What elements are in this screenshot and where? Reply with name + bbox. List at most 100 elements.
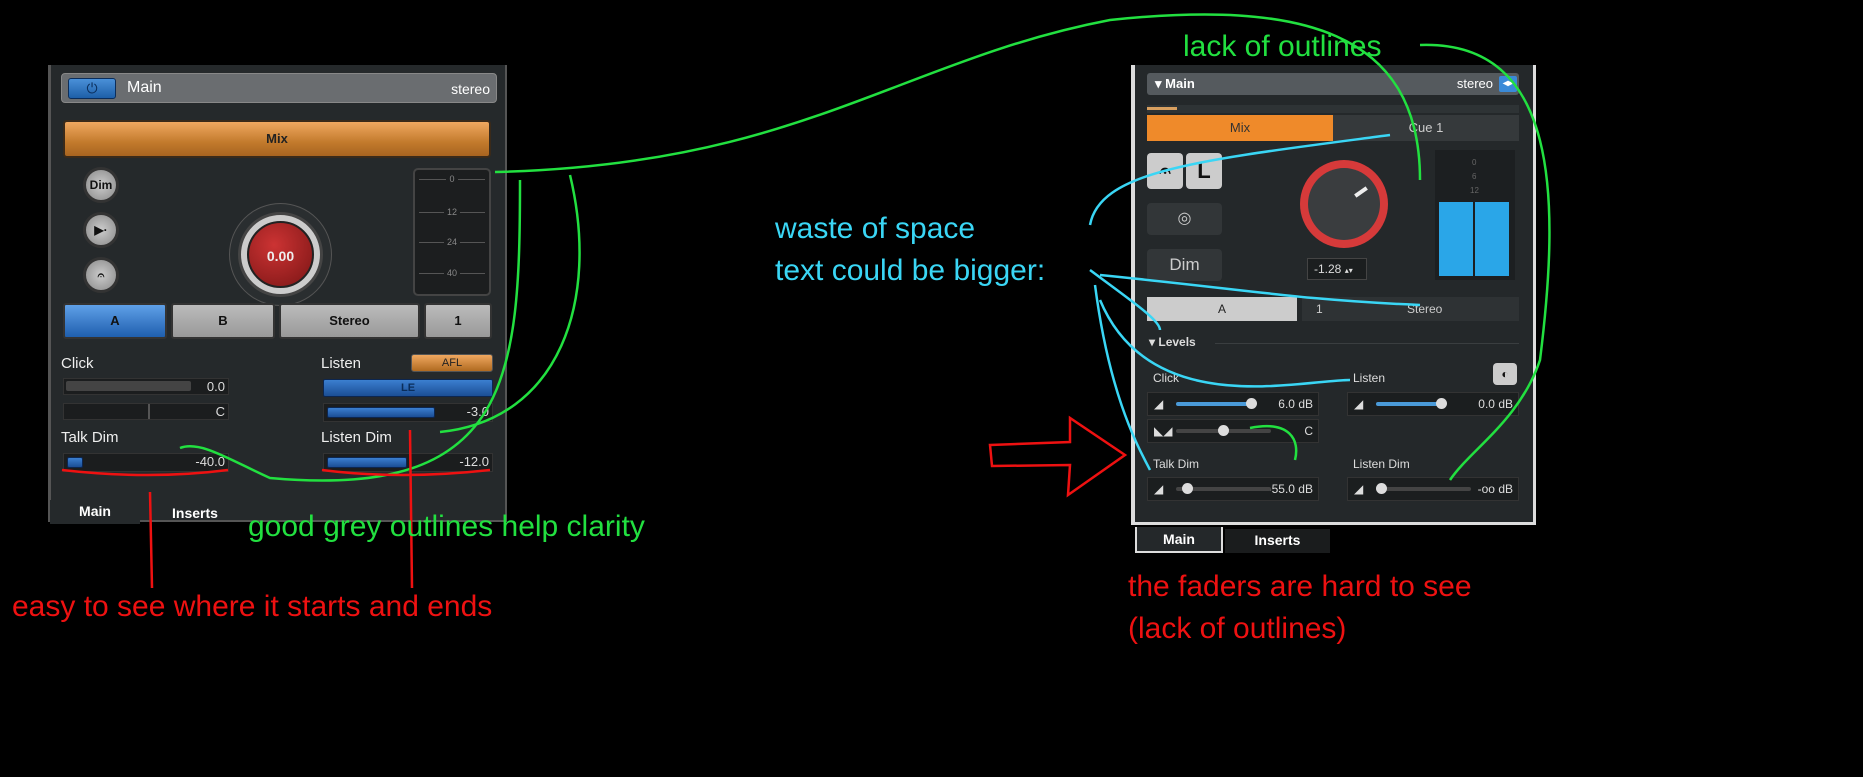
link-icon[interactable]: ◂▸ [1499,76,1517,92]
red-arrow [148,491,154,589]
click-pan-fader[interactable]: C [63,403,229,420]
meter-bar-left [1439,202,1473,276]
pan-icon: ◣◢ [1154,424,1173,438]
listen-dim-value: -oo dB [1477,482,1513,496]
meter-tick: 0 [1472,158,1477,167]
main-header: ⏻ Main stereo [61,73,497,103]
fader-thumb[interactable] [1436,398,1447,409]
listen-dim-label: Listen Dim [1353,457,1410,471]
meter-tick: 6 [1472,172,1477,181]
levels-label: Levels [1158,335,1196,349]
volume-knob[interactable]: 0.00 [238,212,323,297]
listen-label: Listen [1353,371,1386,385]
talk-dim-value: -55.0 dB [1267,482,1313,496]
talkback-icon: ◎ [1177,210,1192,227]
listen-dim-label: Listen Dim [321,429,392,446]
fader-thumb[interactable] [1376,483,1387,494]
annotation-lack-outlines: lack of outlines [1183,30,1382,63]
listen-value: 0.0 dB [1478,397,1513,411]
cyan-arrow [1088,133,1391,226]
red-block-arrow [988,415,1128,498]
fader-thumb[interactable] [1182,483,1193,494]
metronome-button[interactable]: 𝄐 [83,257,119,293]
mix-button[interactable]: Mix [63,120,491,158]
header-mode: stereo [1456,76,1493,91]
click-label: Click [61,355,94,372]
green-arrow [179,179,522,482]
annotation-good-outlines: good grey outlines help clarity [248,510,645,543]
meter-tick: 0 [446,174,458,184]
meter-tick: 40 [443,268,460,278]
cyan-arrow [1099,273,1421,307]
click-level-fader[interactable]: 0.0 [63,378,229,395]
level-meter: 0 6 12 [1435,150,1515,280]
talk-dim-label: Talk Dim [1153,457,1200,471]
power-button[interactable]: ⏻ [68,78,116,99]
cyan-arrow [1093,284,1152,471]
cue-mix-button[interactable]: Mix [1147,115,1333,141]
volume-ramp-icon: ◢ [1354,482,1364,496]
talkback-button[interactable]: ▶· [83,212,119,248]
level-meter: 0 12 24 40 [413,168,491,296]
red-arrow [408,429,414,589]
click-pan-value: C [215,404,225,419]
dim-button[interactable]: Dim [83,167,119,203]
collapse-triangle-icon[interactable]: ▾ [1155,76,1162,91]
cue-1-button[interactable]: Cue 1 [1333,115,1519,141]
afl-button[interactable]: AFL [411,354,493,372]
output-channel: 1 [1316,302,1323,316]
red-brace [61,468,229,477]
annotation-faders-hard: the faders are hard to see [1128,570,1472,603]
new-control-room-panel: ▾ Main stereo ◂▸ Mix Cue 1 𝄐 L ◎ Dim -1.… [1131,65,1536,525]
listen-enable-button[interactable]: ◐ [1493,363,1517,385]
talk-dim-value: -40.0 [195,454,225,469]
red-brace [321,468,491,477]
tab-main[interactable]: Main [50,500,140,524]
annotation-text-bigger: text could be bigger: [775,254,1046,287]
output-1-button[interactable]: 1 [424,303,492,339]
talk-dim-fader[interactable]: ◢-55.0 dB [1147,477,1319,501]
output-a-button[interactable]: A [1147,297,1297,321]
click-level-fader[interactable]: ◢ 6.0 dB [1147,392,1319,416]
output-stereo-button[interactable]: Stereo [279,303,420,339]
tab-inserts[interactable]: Inserts [172,505,218,521]
fader-thumb[interactable] [1218,425,1229,436]
cue-progress [1147,105,1519,113]
knob-value-field[interactable]: -1.28 ▴▾ [1307,258,1367,280]
talk-dim-fader[interactable]: -40.0 [63,453,229,472]
cyan-arrow [1098,299,1351,388]
tab-main[interactable]: Main [1135,527,1223,553]
listen-dim-fader[interactable]: ◢ -oo dB [1347,477,1519,501]
volume-ramp-icon: ◢ [1154,397,1164,411]
old-control-room-panel: ⏻ Main stereo Mix Dim ▶· 𝄐 0.00 0 12 24 … [48,65,507,522]
meter-tick: 12 [443,207,460,217]
volume-knob[interactable] [1300,160,1388,248]
main-header: ▾ Main stereo ◂▸ [1147,73,1519,95]
listen-level-fader[interactable]: ◢ 0.0 dB [1347,392,1519,416]
annotation-easy-see: easy to see where it starts and ends [12,590,493,623]
divider [1215,343,1519,344]
fader-thumb[interactable] [1246,398,1257,409]
click-value: 6.0 dB [1278,397,1313,411]
meter-tick: 24 [443,237,460,247]
meter-bar-right [1475,202,1509,276]
talk-dim-label: Talk Dim [61,429,119,446]
talkback-button[interactable]: ◎ [1147,203,1222,235]
listen-dim-value: -12.0 [459,454,489,469]
click-value: 0.0 [206,379,225,394]
output-b-button[interactable]: B [171,303,275,339]
click-label: Click [1153,371,1179,385]
knob-value: -1.28 [1314,262,1342,276]
output-a-button[interactable]: A [63,303,167,339]
tab-inserts[interactable]: Inserts [1225,529,1330,553]
speaker-icon: ◐ [1501,367,1509,381]
annotation-lack-outlines-red: (lack of outlines) [1128,612,1347,645]
volume-ramp-icon: ◢ [1354,397,1364,411]
listen-label: Listen [321,355,362,372]
dim-button[interactable]: Dim [1147,249,1222,281]
listen-dim-fader[interactable]: -12.0 [323,453,493,472]
click-pan-fader[interactable]: ◣◢C [1147,419,1319,443]
levels-section-header[interactable]: ▾ Levels [1149,335,1196,349]
listen-le-button[interactable]: LE [323,379,493,397]
spinner-icon[interactable]: ▴▾ [1344,266,1353,275]
